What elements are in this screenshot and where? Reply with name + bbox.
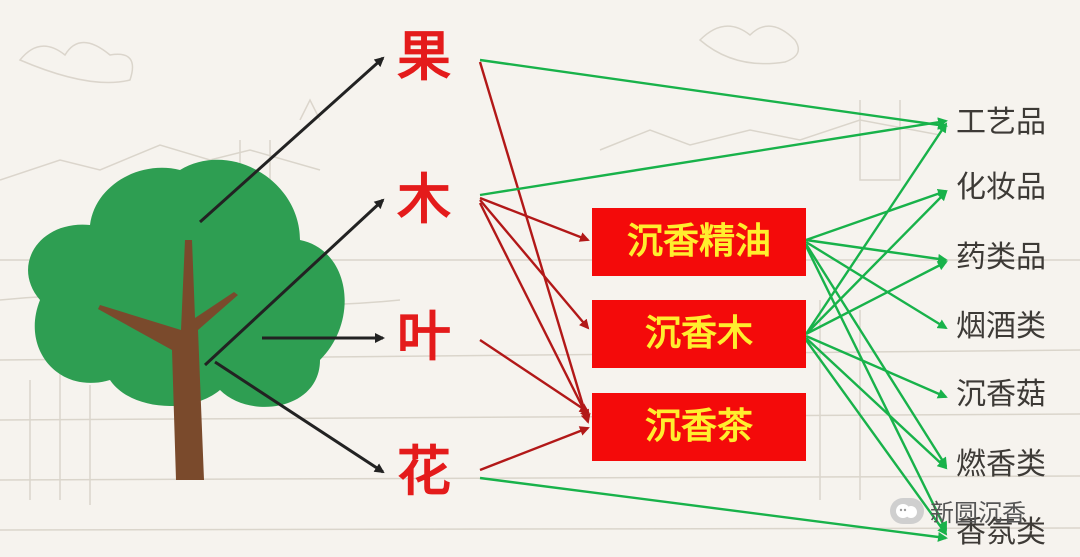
arrow-wood-to-wood — [479, 199, 590, 330]
arrow-oil-to-fragrance — [804, 245, 948, 532]
arrow-oil-to-medicine — [805, 238, 948, 264]
arrow-fruit-to-tea — [478, 61, 591, 424]
watermark: 新圆沉香 — [890, 493, 1026, 528]
arrow-tree-to-flower — [214, 360, 385, 474]
product-agarwood-tea: 沉香茶 — [592, 393, 806, 461]
arrow-wood-to-cosmetics — [805, 190, 948, 335]
watermark-text: 新圆沉香 — [930, 499, 1026, 527]
arrow-flower-to-tea — [479, 426, 590, 472]
arrow-wood-to-fragrance — [805, 339, 948, 536]
arrow-tree-to-wood — [203, 198, 385, 367]
arrow-wood-to-medicine — [805, 260, 948, 336]
arrow-wood-to-mushroom — [805, 334, 948, 399]
arrow-wood-to-tea — [478, 202, 590, 420]
plant-part-fruit: 果 — [397, 25, 451, 88]
plant-part-wood: 木 — [397, 168, 451, 231]
use-agarwood-mushroom: 沉香菇 — [956, 377, 1046, 412]
product-agarwood-wood: 沉香木 — [592, 300, 806, 368]
arrow-wood-to-handicraft-b — [805, 122, 948, 335]
arrow-oil-to-cosmetics-a — [805, 188, 948, 242]
arrow-oil-to-tobacco — [805, 240, 948, 330]
chat-bubble-icon — [890, 497, 924, 524]
use-tobacco-liquor: 烟酒类 — [956, 309, 1046, 344]
use-handicraft: 工艺品 — [956, 105, 1046, 140]
arrow-wood-to-handicraft — [479, 117, 948, 197]
arrow-wood-to-incense — [805, 337, 948, 470]
use-cosmetics: 化妆品 — [956, 170, 1046, 205]
use-medicine: 药类品 — [956, 240, 1046, 275]
use-incense: 燃香类 — [956, 447, 1046, 482]
arrow-leaf-to-tea — [479, 339, 590, 414]
arrow-fruit-to-handicraft — [479, 58, 948, 130]
arrow-tree-to-fruit — [198, 56, 385, 224]
arrow-flower-to-fragrance — [479, 476, 948, 542]
plant-part-flower: 花 — [397, 440, 451, 503]
arrow-oil-to-incense — [804, 243, 948, 468]
arrow-wood-to-oil — [479, 196, 590, 242]
product-agarwood-oil: 沉香精油 — [592, 208, 806, 276]
plant-part-leaf: 叶 — [397, 305, 451, 368]
use-fragrance: 香氛类 — [956, 515, 1046, 550]
